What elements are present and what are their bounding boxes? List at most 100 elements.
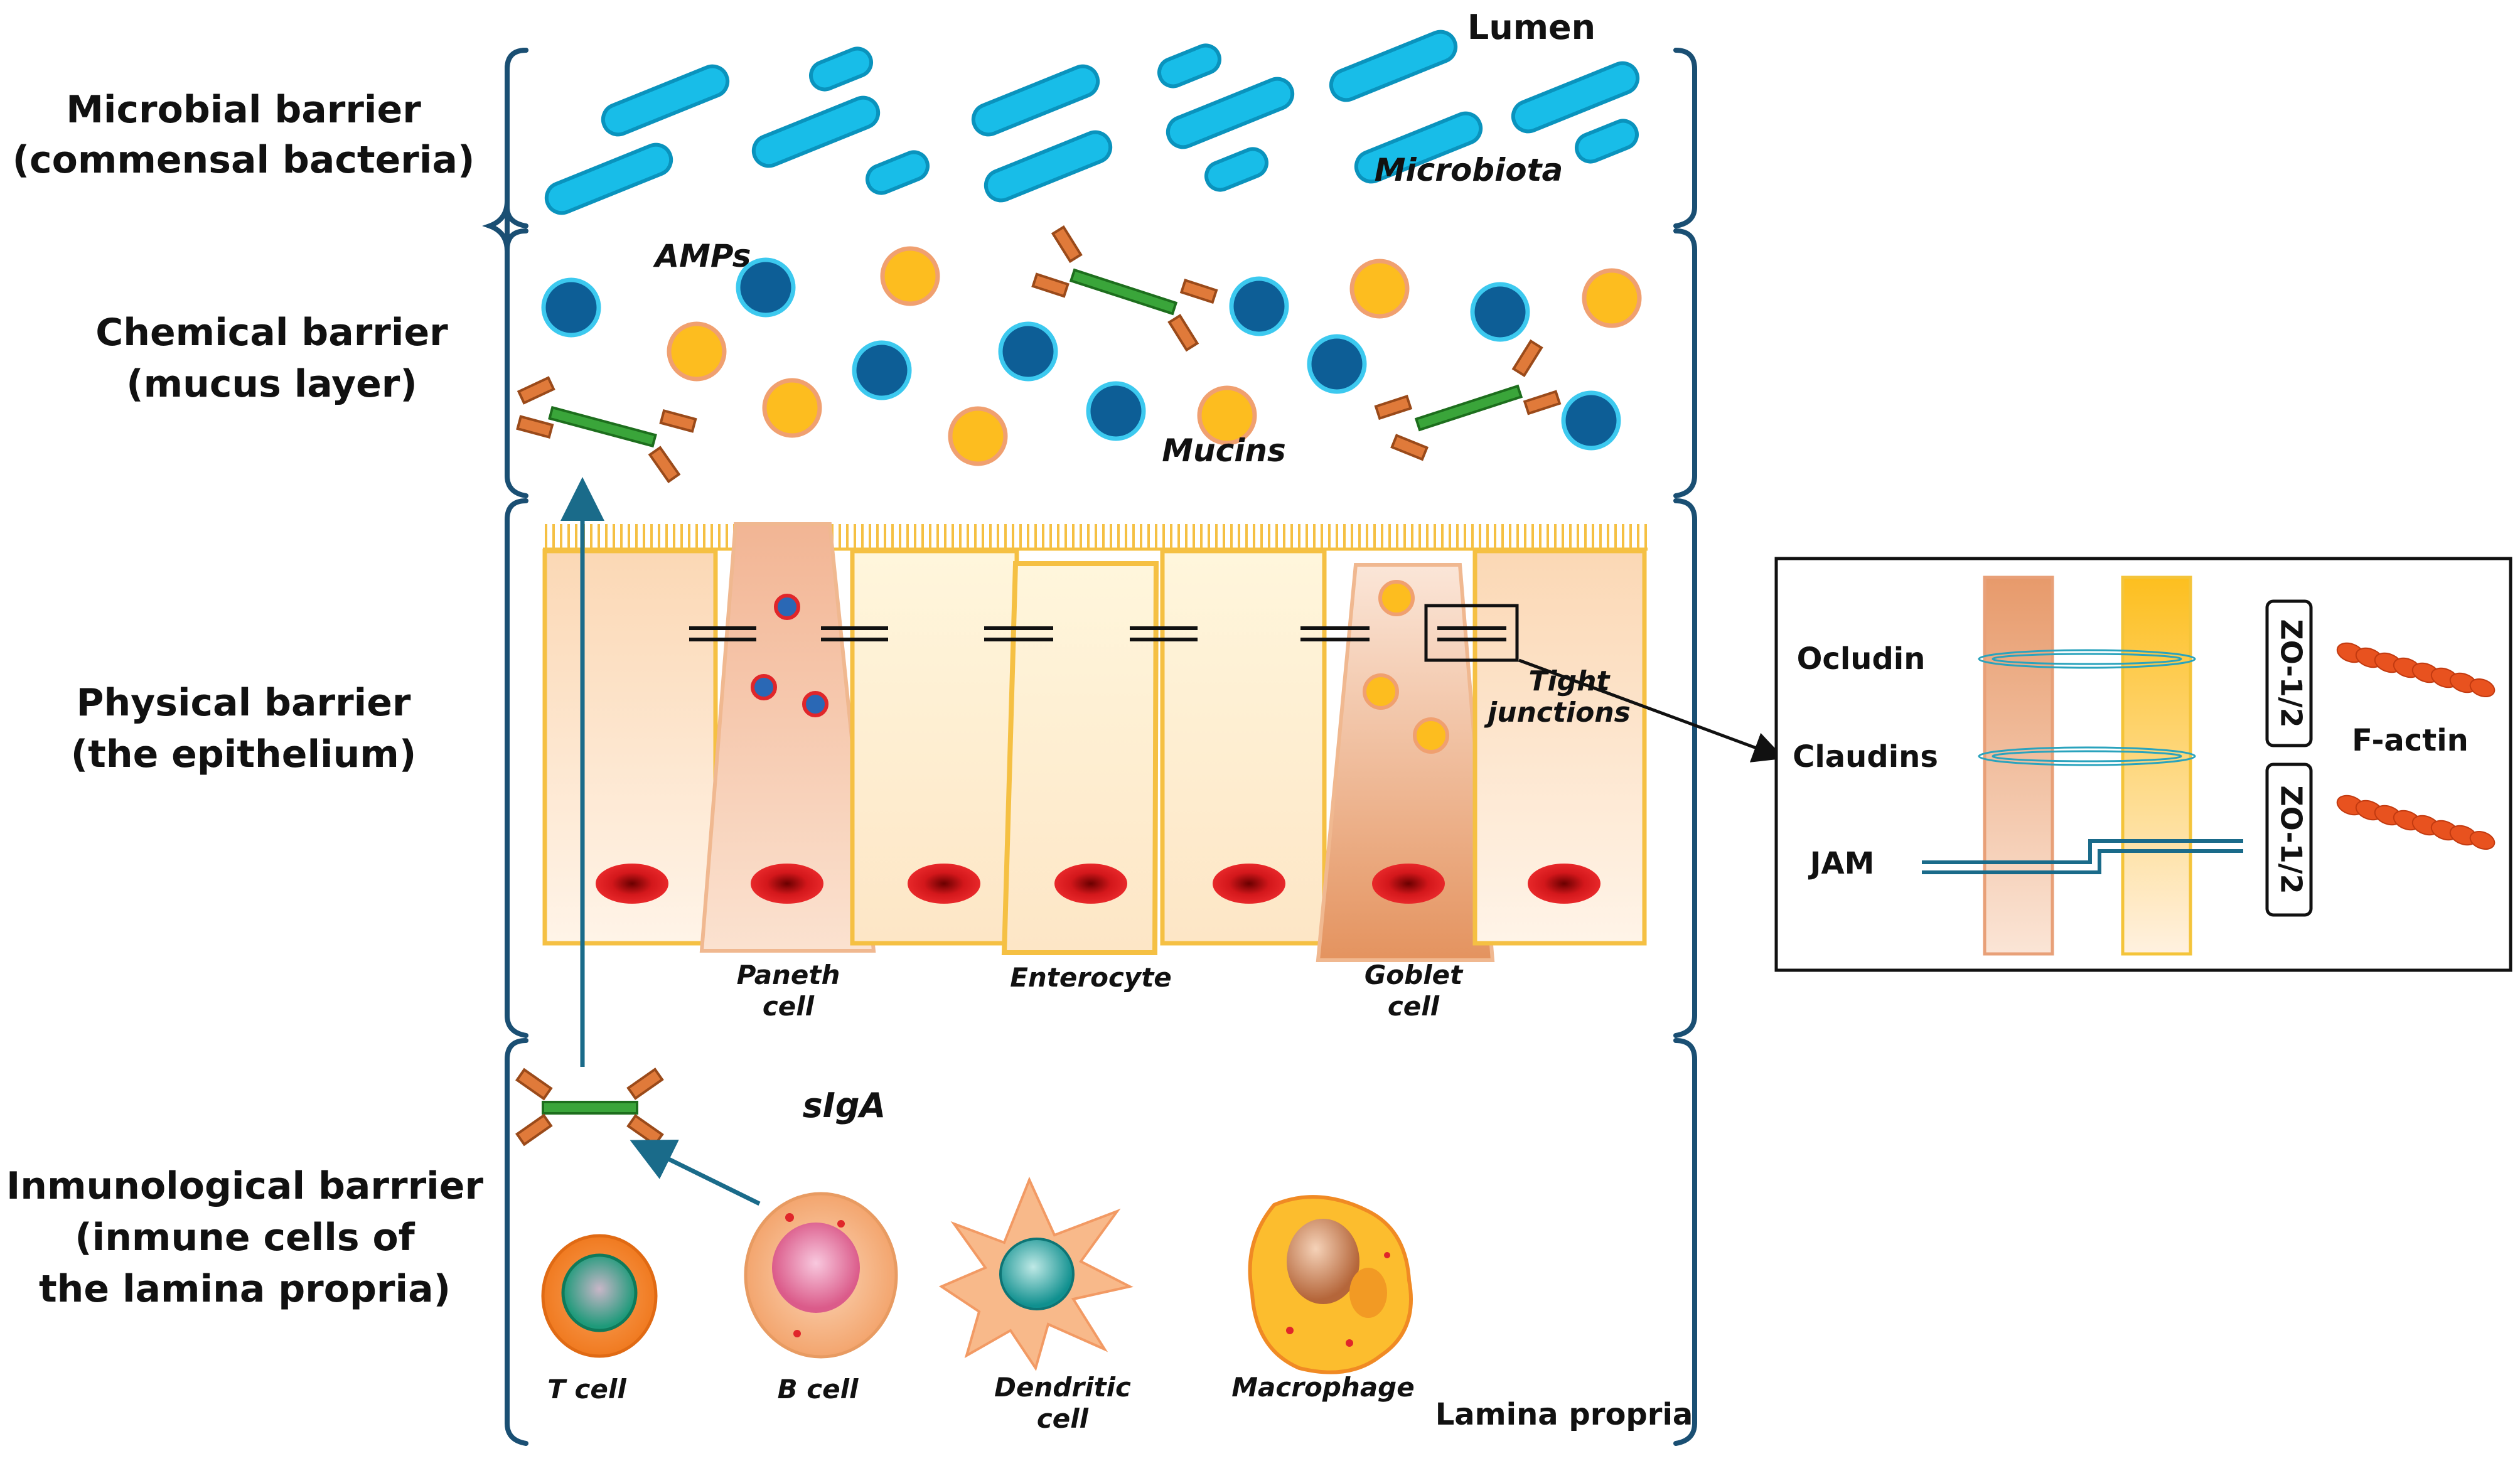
- zo-badge-top: ZO-1/2: [2265, 599, 2313, 747]
- microbial-label-line2: (commensal bacteria): [13, 138, 475, 182]
- curly-brace-icon: [505, 498, 528, 1038]
- bacterium: [1166, 77, 1295, 149]
- goblet-cell: [1316, 563, 1495, 962]
- antibody-icon: [1374, 339, 1562, 461]
- zo-badge-bottom: ZO-1/2: [2265, 763, 2313, 917]
- chemical-label-line1: Chemical barrier: [95, 311, 448, 355]
- enterocyte-label: Enterocyte: [1010, 962, 1172, 993]
- paneth-granules: [751, 594, 828, 717]
- right-brackets: [1673, 48, 1697, 1446]
- mucin-particle: [1086, 381, 1146, 441]
- bacterium: [601, 64, 730, 137]
- amp-particle: [667, 321, 727, 382]
- amp-particle: [1197, 385, 1257, 446]
- bacterium: [971, 64, 1100, 137]
- dendritic-label-line1: Dendritic: [994, 1372, 1131, 1403]
- physical-label-line1: Physical barrier: [76, 681, 410, 725]
- curly-brace-icon: [1673, 1038, 1697, 1446]
- f-actin-filament: [2336, 642, 2496, 698]
- jam-label: JAM: [1808, 846, 1875, 881]
- tight-junctions-label-line2: junctions: [1484, 697, 1631, 729]
- mucins-label: Mucins: [1162, 432, 1286, 469]
- f-actin-label: F-actin: [2352, 723, 2469, 758]
- amp-particle: [1349, 259, 1410, 319]
- barrier-labels: Microbial barrier (commensal bacteria) C…: [6, 88, 483, 1311]
- ocludin-label: Ocludin: [1797, 641, 1926, 677]
- enterocyte-cell: [1001, 561, 1159, 955]
- curly-brace-icon: [505, 228, 528, 498]
- bacterium: [984, 130, 1113, 203]
- curly-brace-icon: [1673, 498, 1697, 1038]
- mucin-particle: [1307, 334, 1367, 394]
- inset-cell-membrane-left: [1983, 575, 2054, 956]
- bacterium: [1204, 147, 1268, 192]
- mucin-particle: [1470, 282, 1530, 342]
- paneth-label-line1: Paneth: [737, 960, 840, 990]
- amp-particle: [1582, 268, 1642, 328]
- tight-junction-marks: [689, 626, 1506, 641]
- bacterium: [1329, 29, 1458, 102]
- bacterium: [751, 95, 881, 168]
- tight-junction-highlight-box: [1424, 604, 1519, 662]
- physical-label-line2: (the epithelium): [71, 732, 417, 776]
- bacterium: [866, 150, 930, 195]
- antibody-icon: [1031, 225, 1218, 352]
- lumen-label: Lumen: [1467, 8, 1595, 47]
- paneth-label-line2: cell: [763, 991, 815, 1022]
- cell-nuclei: [596, 864, 1600, 904]
- claudins-label: Claudins: [1793, 739, 1938, 774]
- svg-text:ZO-1/2: ZO-1/2: [2275, 619, 2308, 727]
- microvilli-tufts: [545, 524, 1647, 549]
- bacterium: [1575, 119, 1639, 164]
- mucins-blue: [541, 257, 1621, 451]
- curly-brace-icon: [1673, 228, 1697, 498]
- bacterium: [1511, 61, 1640, 134]
- curly-brace-icon: [1673, 48, 1697, 228]
- immuno-label-line3: the lamina propria): [39, 1267, 451, 1311]
- amp-particle: [948, 406, 1008, 466]
- amp-particle: [880, 246, 940, 306]
- bacterium: [544, 142, 673, 215]
- amps-yellow: [667, 246, 1642, 466]
- paneth-cell: [699, 522, 876, 953]
- svg-text:ZO-1/2: ZO-1/2: [2275, 785, 2308, 894]
- macrophage-label: Macrophage: [1231, 1372, 1414, 1403]
- inset-cell-membrane-right: [2121, 575, 2192, 956]
- microbial-label-line1: Microbial barrier: [66, 88, 421, 132]
- curly-brace-icon: [505, 1038, 528, 1446]
- left-brackets: [482, 48, 528, 1446]
- arrow-icon: [1518, 658, 1785, 763]
- bacterium: [809, 46, 873, 92]
- t-cell-label: T cell: [547, 1374, 626, 1405]
- mucin-particle: [1229, 276, 1289, 336]
- epithelium: [542, 522, 1648, 962]
- amp-particle: [762, 378, 822, 438]
- siga-label: sIgA: [803, 1086, 886, 1125]
- ocludin-strands: [1978, 649, 2196, 669]
- mucin-particle: [736, 257, 796, 318]
- t-cell: [541, 1234, 658, 1358]
- mucin-particle: [1561, 390, 1621, 451]
- f-actin-filament: [2336, 795, 2496, 850]
- bacterium: [1354, 111, 1483, 184]
- mucin-particle: [852, 340, 912, 400]
- b-cell-label: B cell: [778, 1374, 859, 1405]
- bacterium: [1157, 43, 1221, 88]
- arrow-icon: [630, 1140, 761, 1206]
- dendritic-label-line2: cell: [1037, 1403, 1089, 1434]
- antibody-icon: [515, 1068, 664, 1147]
- chemical-label-line2: (mucus layer): [126, 362, 417, 406]
- mucin-particle: [541, 277, 601, 338]
- macrophage: [1248, 1195, 1413, 1374]
- tight-junction-inset: ZO-1/2 ZO-1/2 Ocludin Cla: [1774, 557, 2512, 972]
- curly-brace-icon: [505, 48, 528, 228]
- goblet-granules: [1363, 580, 1449, 754]
- claudin-strands: [1978, 746, 2196, 766]
- amps-label: AMPs: [652, 238, 751, 274]
- b-cell: [744, 1192, 898, 1359]
- microbiota-label: Microbiota: [1375, 152, 1563, 188]
- antibody-icon: [516, 376, 697, 484]
- goblet-label-line2: cell: [1388, 991, 1440, 1022]
- mucin-particle: [998, 321, 1058, 382]
